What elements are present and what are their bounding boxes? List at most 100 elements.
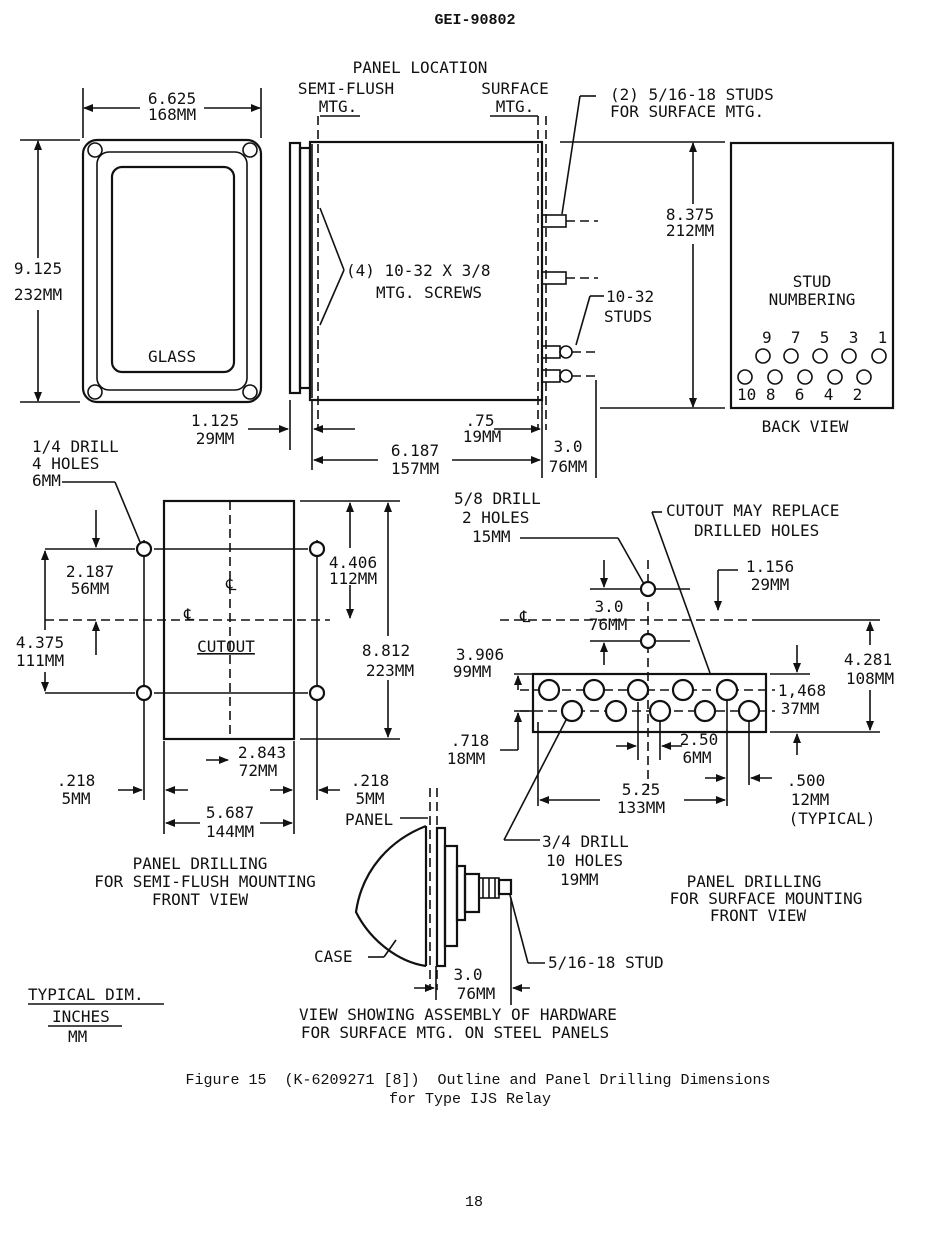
dim-6187-in: 6.187	[391, 441, 439, 460]
dim-9125-in: 9.125	[14, 259, 62, 278]
drill-58-1: 5/8 DRILL	[454, 489, 541, 508]
semi-flush-mtg-label: MTG.	[319, 97, 358, 116]
dim-30-mm: 76MM	[549, 457, 588, 476]
stud-top-row-numbers: 9 7 5 3 1	[762, 328, 887, 347]
dim-30-in: 3.0	[554, 437, 583, 456]
dim-75-mm: 19MM	[463, 427, 502, 446]
svg-text:℄: ℄	[183, 605, 195, 624]
back-view-label: BACK VIEW	[762, 417, 849, 436]
drill-34-3: 19MM	[560, 870, 599, 889]
dim-6625-in: 6.625	[148, 89, 196, 108]
dim-218b-mm: 5MM	[356, 789, 385, 808]
dim-5687-mm: 144MM	[206, 822, 254, 841]
dim-718-mm: 18MM	[447, 749, 486, 768]
screws-label-2: MTG. SCREWS	[376, 283, 482, 302]
page-number: 18	[465, 1194, 483, 1211]
dim-2187-in: 2.187	[66, 562, 114, 581]
dim-250-mm: 6MM	[683, 748, 712, 767]
dim-1156-mm: 29MM	[751, 575, 790, 594]
semi-flush-title-3: FRONT VIEW	[152, 890, 249, 909]
dim-4406-mm: 112MM	[329, 569, 377, 588]
dim-4375-in: 4.375	[16, 633, 64, 652]
semi-flush-cutout: ℄ ℄	[45, 499, 330, 800]
stud-label: 5/16-18 STUD	[548, 953, 664, 972]
semi-flush-title-1: PANEL DRILLING	[133, 854, 268, 873]
dim-30b-mm: 76MM	[589, 615, 628, 634]
glass-label: GLASS	[148, 347, 196, 366]
dim-218a-in: .218	[57, 771, 96, 790]
dim-2187-mm: 56MM	[71, 579, 110, 598]
dim-3906-mm: 99MM	[453, 662, 492, 681]
drill-quarter-1: 1/4 DRILL	[32, 437, 119, 456]
back-view	[729, 141, 895, 410]
studs-1032-1: 10-32	[606, 287, 654, 306]
cutout-label: CUTOUT	[197, 637, 255, 656]
dim-4375-mm: 111MM	[16, 651, 64, 670]
dim-500-in: .500	[787, 771, 826, 790]
surface-title-3: FRONT VIEW	[710, 906, 807, 925]
dim-9125-mm: 232MM	[14, 285, 62, 304]
dim-1468-in: 1,468	[778, 681, 826, 700]
svg-text:℄: ℄	[225, 575, 237, 594]
typical-dim-legend: TYPICAL DIM. INCHES MM	[28, 985, 164, 1046]
dim-8812-in: 8.812	[362, 641, 410, 660]
dim-1468-mm: 37MM	[781, 699, 820, 718]
panel-label: PANEL	[345, 810, 393, 829]
studs-note-1: (2) 5/16-18 STUDS	[610, 85, 774, 104]
dim-3906-in: 3.906	[456, 645, 504, 664]
dim-500-note: (TYPICAL)	[789, 809, 876, 828]
dim-5687-in: 5.687	[206, 803, 254, 822]
legend-inches: INCHES	[52, 1007, 110, 1026]
studs-note-2: FOR SURFACE MTG.	[610, 102, 764, 121]
dim-6187-mm: 157MM	[391, 459, 439, 478]
svg-text:℄: ℄	[519, 607, 531, 626]
dim-30c-in: 3.0	[454, 965, 483, 984]
dim-8812-mm: 223MM	[366, 661, 414, 680]
screws-label-1: (4) 10-32 X 3/8	[346, 261, 491, 280]
semi-flush-title-2: FOR SEMI-FLUSH MOUNTING	[94, 872, 316, 891]
dim-30c-mm: 76MM	[457, 984, 496, 1003]
dim-4281-mm: 108MM	[846, 669, 894, 688]
dim-1125-in: 1.125	[191, 411, 239, 430]
dim-8375-in: 8.375	[666, 205, 714, 224]
cutout-replace-2: DRILLED HOLES	[694, 521, 819, 540]
dim-525-mm: 133MM	[617, 798, 665, 817]
dim-1156-in: 1.156	[746, 557, 794, 576]
dim-6625-mm: 168MM	[148, 105, 196, 124]
surface-title-2: FOR SURFACE MOUNTING	[670, 889, 863, 908]
legend-title: TYPICAL DIM.	[28, 985, 144, 1004]
dim-4281-in: 4.281	[844, 650, 892, 669]
assembly-title-2: FOR SURFACE MTG. ON STEEL PANELS	[301, 1023, 609, 1042]
dim-8375-mm: 212MM	[666, 221, 714, 240]
dim-218b-in: .218	[351, 771, 390, 790]
dim-2843-in: 2.843	[238, 743, 286, 762]
figure-caption-line2: for Type IJS Relay	[389, 1091, 551, 1108]
surface-title-1: PANEL DRILLING	[687, 872, 822, 891]
stud-numbering-1: STUD	[793, 272, 832, 291]
dim-218a-mm: 5MM	[62, 789, 91, 808]
dim-75-in: .75	[466, 411, 495, 430]
dim-1125-mm: 29MM	[196, 429, 235, 448]
dim-4406-in: 4.406	[329, 553, 377, 572]
dim-525-in: 5.25	[622, 780, 661, 799]
dim-500-mm: 12MM	[791, 790, 830, 809]
stud-numbering-2: NUMBERING	[769, 290, 856, 309]
drill-34-1: 3/4 DRILL	[542, 832, 629, 851]
semi-flush-label: SEMI-FLUSH	[298, 79, 394, 98]
drill-58-3: 15MM	[472, 527, 511, 546]
front-view: GLASS	[81, 138, 263, 404]
doc-id: GEI-90802	[434, 12, 515, 29]
surface-drilling: ℄	[500, 560, 775, 790]
panel-location-label: PANEL LOCATION	[353, 58, 488, 77]
assembly-title-1: VIEW SHOWING ASSEMBLY OF HARDWARE	[299, 1005, 617, 1024]
side-view	[288, 116, 598, 430]
surface-mtg-label: MTG.	[496, 97, 535, 116]
studs-1032-2: STUDS	[604, 307, 652, 326]
stud-holes	[737, 348, 887, 385]
drill-quarter-2: 4 HOLES	[32, 454, 99, 473]
legend-mm: MM	[68, 1027, 87, 1046]
case-label: CASE	[314, 947, 353, 966]
surface-label: SURFACE	[481, 79, 548, 98]
drill-quarter-3: 6MM	[32, 471, 61, 490]
